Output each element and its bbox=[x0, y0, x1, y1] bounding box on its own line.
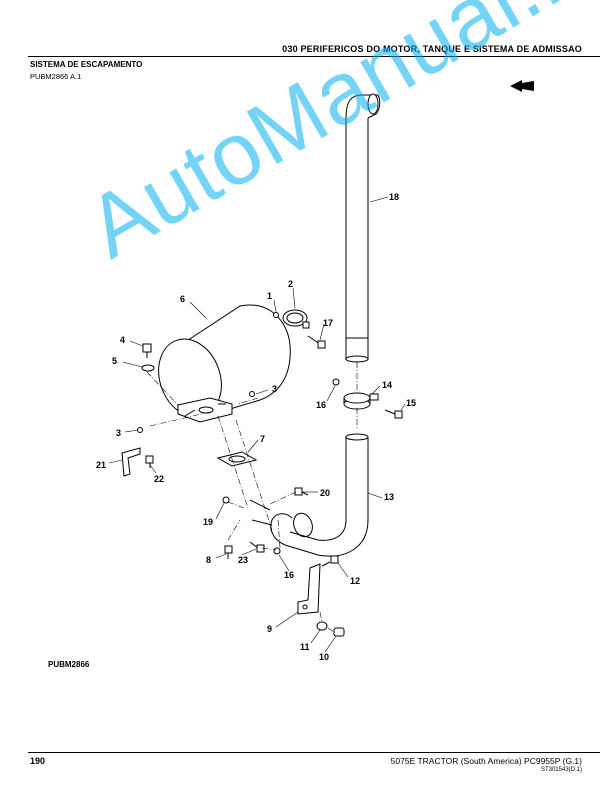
callout-2: 2 bbox=[288, 279, 293, 289]
footer-doc-id: ST301543(D.1) bbox=[540, 767, 582, 773]
part-16-nut-upper bbox=[332, 378, 340, 386]
callout-3-upper: 3 bbox=[272, 384, 277, 394]
callout-4: 4 bbox=[120, 335, 125, 345]
callout-22: 22 bbox=[154, 474, 164, 484]
figure-code: PUBM2866 bbox=[48, 660, 90, 669]
part-3-nut-lower bbox=[137, 427, 143, 433]
part-19-nut bbox=[222, 496, 230, 504]
callout-17: 17 bbox=[323, 318, 333, 328]
callout-16-lower: 16 bbox=[284, 570, 294, 580]
callout-labels: 1 2 3 3 4 5 6 7 8 9 10 11 12 13 14 15 16… bbox=[96, 192, 416, 662]
callout-9: 9 bbox=[267, 624, 272, 634]
part-9-support-bracket bbox=[297, 563, 321, 615]
part-22-bolt bbox=[145, 455, 154, 468]
callout-8: 8 bbox=[206, 555, 211, 565]
callout-6: 6 bbox=[180, 294, 185, 304]
part-13-elbow-pipe bbox=[249, 433, 369, 557]
assembly-center-lines bbox=[146, 362, 358, 633]
footer-divider bbox=[28, 752, 600, 753]
part-1-nut bbox=[273, 312, 279, 318]
callout-15: 15 bbox=[406, 398, 416, 408]
front-direction-arrow-icon bbox=[510, 80, 534, 92]
part-7-gasket bbox=[216, 451, 258, 467]
callout-20: 20 bbox=[320, 488, 330, 498]
callout-19: 19 bbox=[203, 517, 213, 527]
header-title: 030 PERIFERICOS DO MOTOR, TANQUE E SISTE… bbox=[282, 44, 582, 54]
callout-3-lower: 3 bbox=[116, 428, 121, 438]
callout-12: 12 bbox=[350, 576, 360, 586]
callout-5: 5 bbox=[112, 356, 117, 366]
callout-13: 13 bbox=[384, 492, 394, 502]
section-ref-code: PUBM2866 A.1 bbox=[30, 72, 82, 81]
callout-14: 14 bbox=[382, 380, 392, 390]
page-number: 190 bbox=[30, 756, 46, 766]
callout-1: 1 bbox=[267, 291, 272, 301]
callout-leader-lines bbox=[108, 196, 406, 653]
callout-18: 18 bbox=[389, 192, 399, 202]
part-20-bolt bbox=[294, 487, 309, 496]
part-17-bolt bbox=[307, 335, 326, 349]
part-4-bolt bbox=[142, 343, 152, 358]
callout-11: 11 bbox=[300, 642, 310, 652]
part-14-clamp bbox=[343, 392, 379, 410]
footer-model: 5075E TRACTOR (South America) PC9955P (G… bbox=[390, 756, 582, 766]
part-6-muffler bbox=[158, 304, 291, 423]
part-5-washer bbox=[141, 364, 155, 372]
part-21-bracket bbox=[121, 447, 141, 477]
callout-23: 23 bbox=[238, 555, 248, 565]
part-10-nut bbox=[333, 627, 345, 637]
part-16-nut-lower bbox=[273, 547, 281, 555]
callout-21: 21 bbox=[96, 460, 106, 470]
part-11-washer bbox=[316, 621, 328, 631]
part-3-nut-upper bbox=[249, 391, 255, 397]
callout-10: 10 bbox=[319, 652, 329, 662]
callout-16-upper: 16 bbox=[316, 400, 326, 410]
callout-7: 7 bbox=[260, 434, 265, 444]
section-title: SISTEMA DE ESCAPAMENTO bbox=[30, 60, 143, 69]
part-2-band-clamp bbox=[282, 309, 310, 329]
part-12-bolt bbox=[321, 555, 339, 567]
part-15-bolt bbox=[384, 409, 403, 419]
part-8-bolt bbox=[224, 545, 233, 559]
header-divider bbox=[28, 56, 600, 57]
